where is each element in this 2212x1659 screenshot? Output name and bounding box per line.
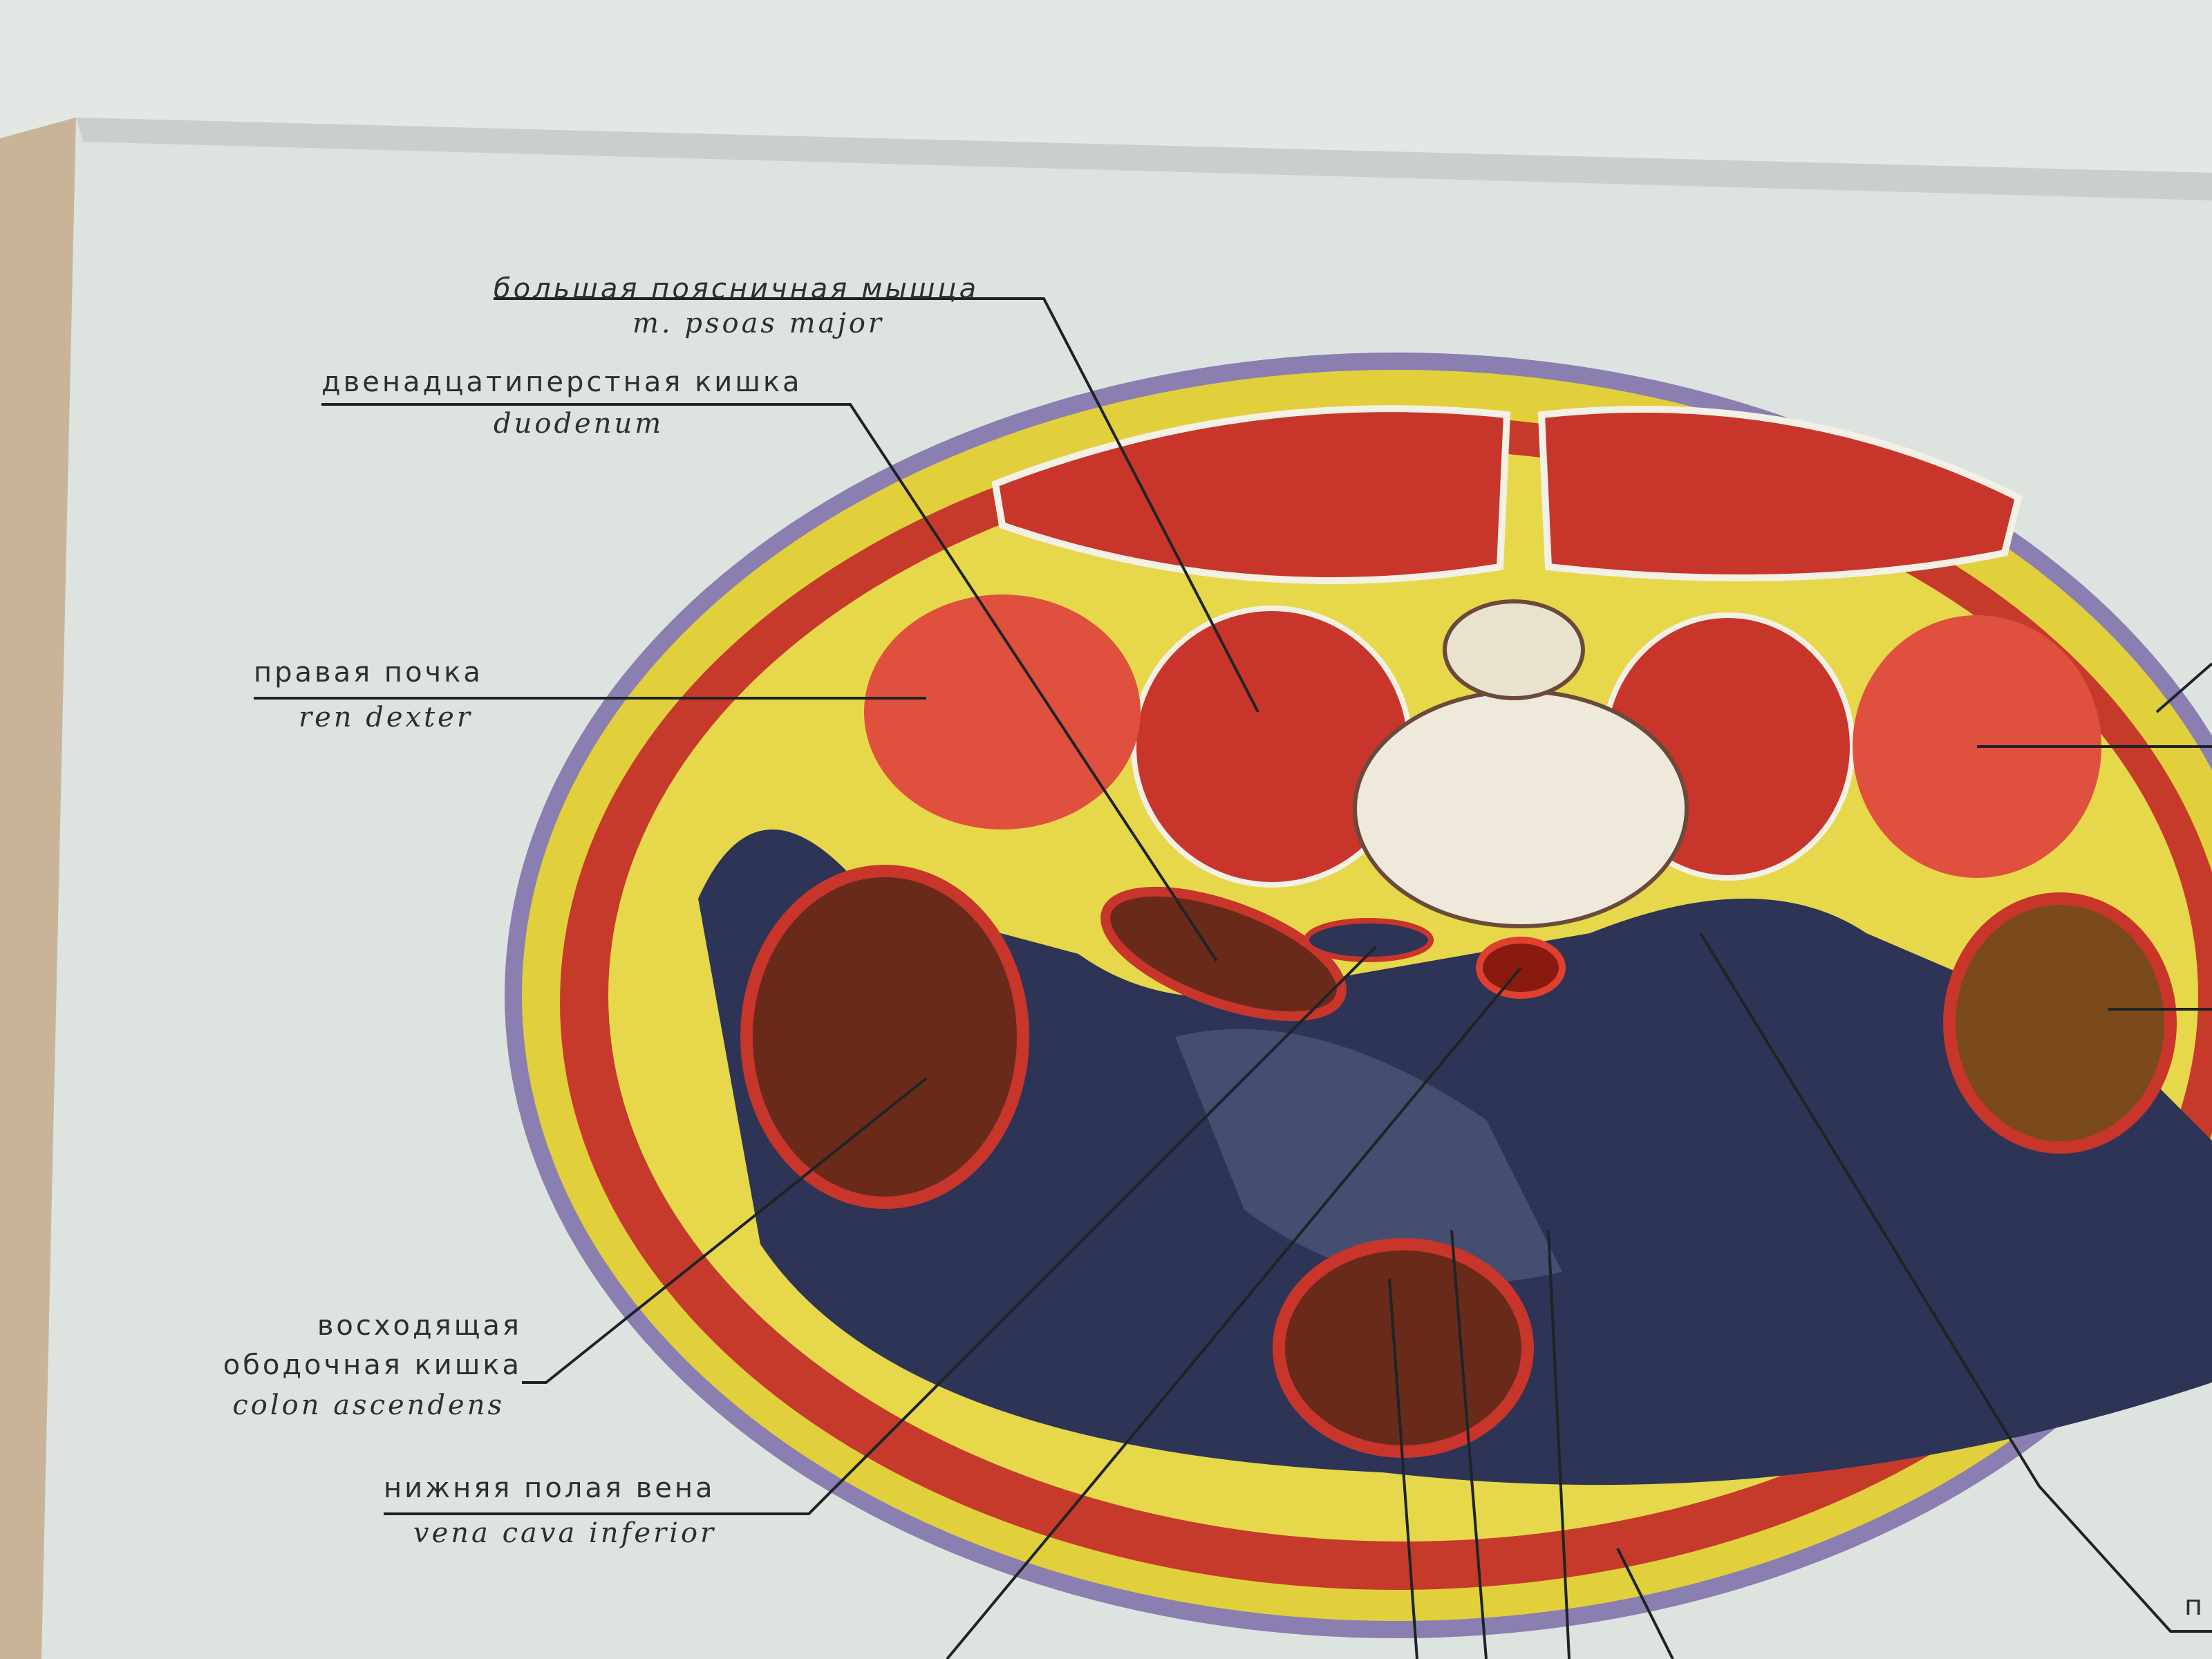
leader-lines (254, 297, 2212, 1659)
cross-section (505, 353, 2212, 1638)
page-fold-shadow (76, 118, 2212, 200)
ascending-colon (740, 865, 1029, 1209)
right-kidney (864, 594, 1141, 830)
small-intestine-loop (1273, 1238, 1534, 1458)
label-partial-right: п (2184, 1590, 2206, 1622)
previous-page (0, 0, 2212, 173)
mesentery (1175, 1029, 1562, 1284)
descending-colon (1943, 892, 2177, 1154)
label-duodenum-ru: двенадцатиперстная кишка (321, 366, 803, 398)
label-vena-ru: нижняя полая вена (384, 1472, 715, 1504)
label-vena-la: vena cava inferior (413, 1517, 717, 1549)
duodenum (1100, 886, 1347, 1022)
vertebral-body (1353, 689, 1689, 928)
inferior-vena-cava (1304, 918, 1434, 962)
label-kidney-ru: правая почка (254, 657, 483, 688)
label-psoas-ru: большая поясничная мышца (494, 273, 980, 305)
label-duodenum-la: duodenum (494, 408, 664, 440)
vertebral-canal (1443, 599, 1585, 700)
back-muscles-right (1537, 406, 2023, 581)
label-colon-la: colon ascendens (232, 1389, 505, 1421)
label-psoas-la: m. psoas major (632, 308, 885, 339)
label-kidney-la: ren dexter (299, 702, 473, 733)
label-colon-ru1: восходящая (317, 1310, 522, 1342)
label-colon-ru2: ободочная кишка (223, 1349, 522, 1381)
